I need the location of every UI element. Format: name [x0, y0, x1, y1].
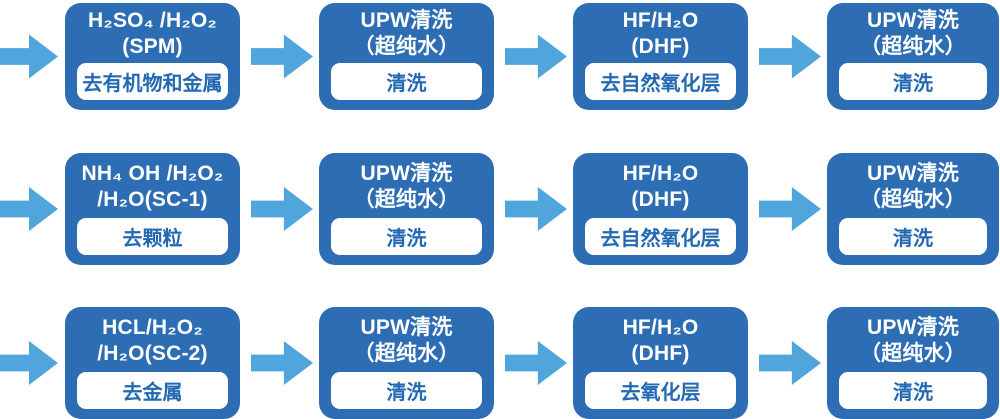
arrow-right-icon: [0, 341, 58, 385]
step-action-label: 去自然氧化层: [585, 63, 736, 100]
step-action-label-text: 去颗粒: [122, 228, 183, 250]
step-action-label-text: 清洗: [893, 382, 933, 404]
arrow-right-icon: [759, 187, 821, 231]
arrow-right-icon: [759, 34, 821, 79]
step-title-line: NH₄ OH /H₂O₂: [81, 161, 224, 185]
step-title-line: UPW清洗: [360, 9, 453, 32]
step-title-line: （超纯水）: [860, 341, 966, 365]
step-title-line: （超纯水）: [860, 35, 966, 58]
arrow-right-icon: [505, 34, 567, 79]
flow-row-2: NH₄ OH /H₂O₂ /H₂O(SC-1) 去颗粒 UPW清洗 （超纯水） …: [0, 153, 1000, 265]
arrow-right-icon: [505, 341, 567, 385]
step-title-line: HF/H₂O: [622, 315, 699, 339]
step-title-line: (DHF): [631, 341, 690, 365]
step-title-line: UPW清洗: [360, 315, 453, 339]
flow-row-3: HCL/H₂O₂ /H₂O(SC-2) 去金属 UPW清洗 （超纯水） 清洗 H…: [0, 307, 1000, 419]
step-title-line: UPW清洗: [360, 161, 453, 185]
process-step-box: UPW清洗 （超纯水） 清洗: [319, 3, 494, 110]
step-action-label-text: 清洗: [386, 73, 427, 95]
arrow-right-icon: [0, 187, 58, 231]
step-title: UPW清洗 （超纯水）: [319, 153, 494, 218]
step-title-line: /H₂O(SC-2): [97, 341, 208, 365]
step-title: UPW清洗 （超纯水）: [319, 3, 494, 63]
step-action-label-text: 去氧化层: [620, 382, 701, 404]
arrow-right-icon: [505, 187, 567, 231]
step-action-label: 清洗: [839, 372, 987, 409]
process-step-box: HF/H₂O (DHF) 去自然氧化层: [573, 153, 748, 265]
step-action-label-text: 清洗: [386, 382, 427, 404]
arrow-right-icon: [0, 34, 58, 79]
step-action-label: 清洗: [331, 63, 482, 100]
step-title-line: （超纯水）: [860, 187, 966, 211]
step-title-line: HF/H₂O: [622, 161, 699, 185]
step-action-label: 去颗粒: [77, 218, 228, 255]
step-action-label-text: 清洗: [386, 228, 427, 250]
step-title: UPW清洗 （超纯水）: [827, 153, 999, 218]
step-action-label: 清洗: [839, 63, 987, 100]
process-step-box: UPW清洗 （超纯水） 清洗: [319, 153, 494, 265]
step-action-label-text: 清洗: [893, 228, 933, 250]
step-action-label: 去自然氧化层: [585, 218, 736, 255]
arrow-right-icon: [251, 187, 313, 231]
step-action-label: 清洗: [331, 372, 482, 409]
flow-row-1: H₂SO₄ /H₂O₂ (SPM) 去有机物和金属 UPW清洗 （超纯水） 清洗…: [0, 3, 1000, 110]
step-title-line: H₂SO₄ /H₂O₂: [88, 9, 217, 32]
step-title-line: UPW清洗: [867, 161, 959, 185]
step-title-line: UPW清洗: [867, 9, 959, 32]
step-action-label-text: 去金属: [122, 382, 183, 404]
step-action-label: 清洗: [331, 218, 482, 255]
step-title-line: (DHF): [631, 187, 690, 211]
step-title-line: （超纯水）: [353, 341, 460, 365]
step-title: UPW清洗 （超纯水）: [827, 3, 999, 63]
step-title-line: （超纯水）: [353, 187, 460, 211]
step-action-label: 去氧化层: [585, 372, 736, 409]
step-title-line: (SPM): [122, 35, 183, 58]
step-title-line: UPW清洗: [867, 315, 959, 339]
step-title-line: （超纯水）: [353, 35, 460, 58]
process-step-box: HF/H₂O (DHF) 去氧化层: [573, 307, 748, 419]
process-step-box: NH₄ OH /H₂O₂ /H₂O(SC-1) 去颗粒: [65, 153, 240, 265]
step-title: HF/H₂O (DHF): [573, 153, 748, 218]
process-step-box: UPW清洗 （超纯水） 清洗: [827, 153, 999, 265]
arrow-right-icon: [251, 34, 313, 79]
arrow-right-icon: [251, 341, 313, 385]
step-action-label: 去金属: [77, 372, 228, 409]
step-title: UPW清洗 （超纯水）: [319, 307, 494, 372]
step-action-label-text: 去有机物和金属: [82, 73, 223, 95]
arrow-right-icon: [759, 341, 821, 385]
process-step-box: UPW清洗 （超纯水） 清洗: [319, 307, 494, 419]
step-action-label-text: 去自然氧化层: [600, 73, 721, 95]
step-action-label: 去有机物和金属: [77, 63, 228, 100]
process-step-box: HCL/H₂O₂ /H₂O(SC-2) 去金属: [65, 307, 240, 419]
step-action-label: 清洗: [839, 218, 987, 255]
step-title: NH₄ OH /H₂O₂ /H₂O(SC-1): [65, 153, 240, 218]
step-title: HF/H₂O (DHF): [573, 3, 748, 63]
step-title: HCL/H₂O₂ /H₂O(SC-2): [65, 307, 240, 372]
step-title-line: (DHF): [631, 35, 690, 58]
step-title: UPW清洗 （超纯水）: [827, 307, 999, 372]
process-step-box: HF/H₂O (DHF) 去自然氧化层: [573, 3, 748, 110]
step-action-label-text: 清洗: [893, 73, 933, 95]
process-step-box: UPW清洗 （超纯水） 清洗: [827, 307, 999, 419]
process-step-box: H₂SO₄ /H₂O₂ (SPM) 去有机物和金属: [65, 3, 240, 110]
step-title: H₂SO₄ /H₂O₂ (SPM): [65, 3, 240, 63]
step-action-label-text: 去自然氧化层: [600, 228, 721, 250]
step-title-line: /H₂O(SC-1): [97, 187, 208, 211]
process-step-box: UPW清洗 （超纯水） 清洗: [827, 3, 999, 110]
step-title-line: HCL/H₂O₂: [102, 315, 203, 339]
step-title-line: HF/H₂O: [622, 9, 699, 32]
step-title: HF/H₂O (DHF): [573, 307, 748, 372]
